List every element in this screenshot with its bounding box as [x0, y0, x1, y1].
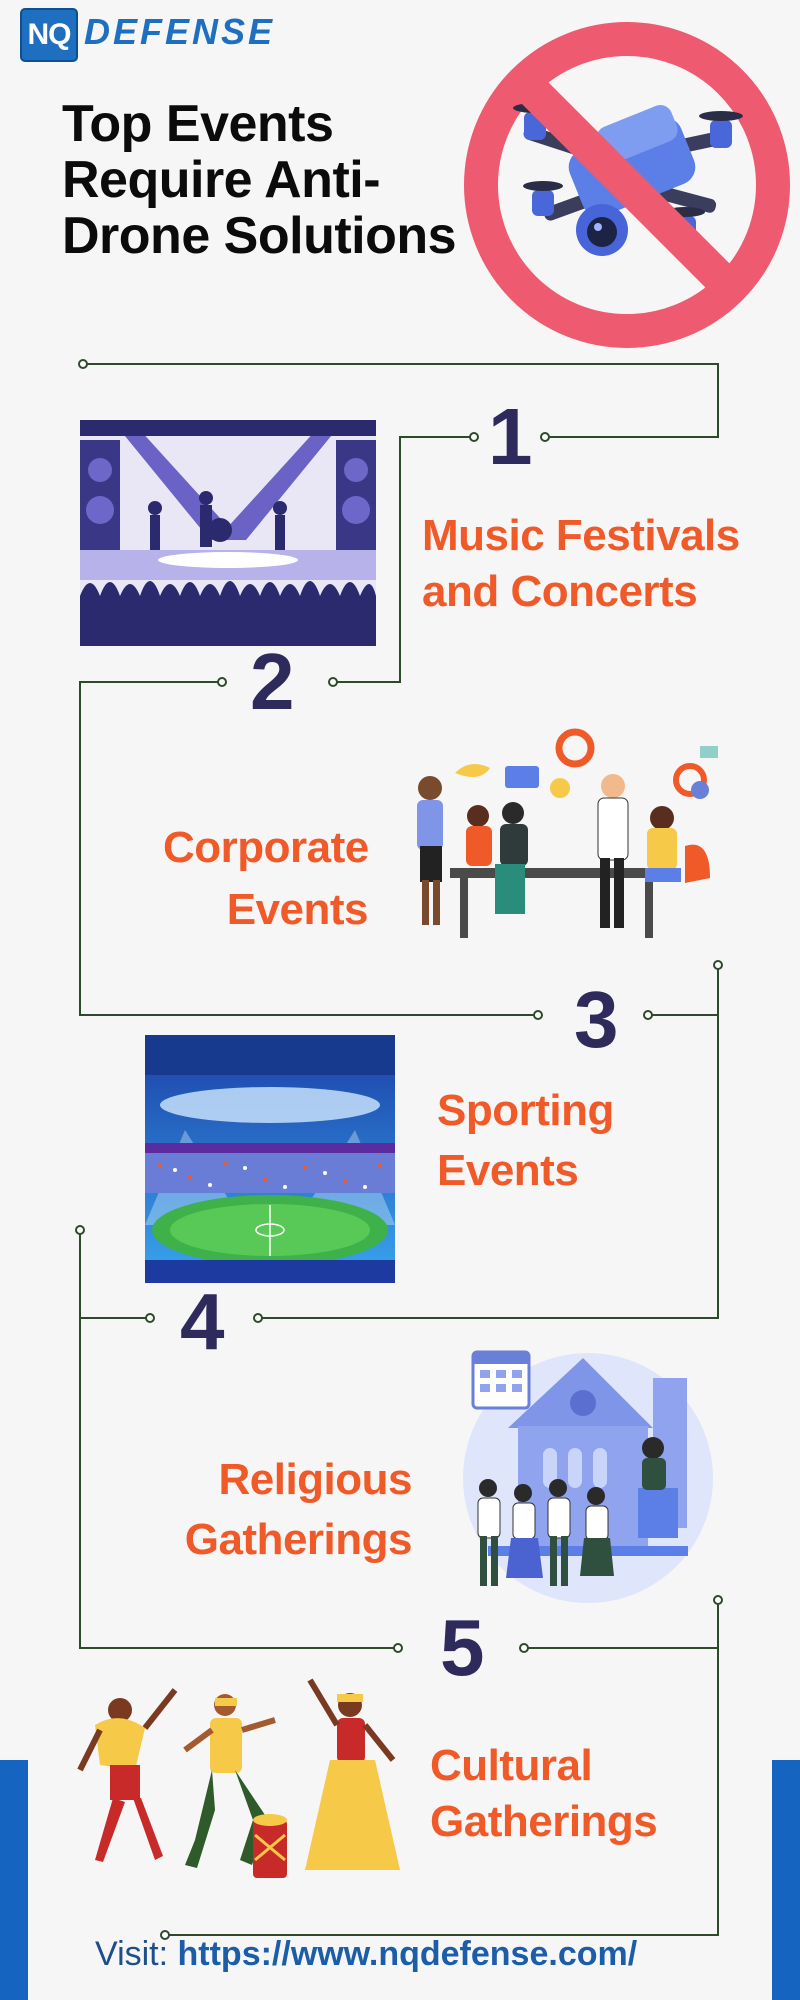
business-meeting-illustration [417, 728, 718, 938]
logo-mark: NQ [20, 8, 78, 62]
event-title-line: and Concerts [422, 567, 698, 616]
event-title-line: Events [226, 885, 369, 934]
folk-dancers-illustration [77, 1678, 400, 1878]
right-accent-bar [772, 1760, 800, 2000]
left-accent-bar [0, 1760, 28, 2000]
event-title-2: Corporate Events [163, 820, 369, 938]
page-title: Top Events Require Anti- Drone Solutions [62, 95, 457, 265]
event-title-line: Events [437, 1146, 579, 1195]
event-title-3: Sporting Events [437, 1083, 614, 1199]
event-title-line: Gatherings [430, 1797, 658, 1846]
stadium-illustration [145, 1035, 395, 1283]
event-title-line: Music Festivals [422, 511, 740, 560]
event-title-line: Gatherings [184, 1515, 413, 1564]
brand-logo[interactable]: NQ DEFENSE [20, 8, 280, 62]
event-title-line: Sporting [437, 1086, 614, 1135]
event-number-4: 4 [180, 1277, 225, 1366]
footer-visit: Visit: https://www.nqdefense.com/ [95, 1932, 637, 1976]
concert-stage-illustration [80, 420, 376, 646]
website-link[interactable]: https://www.nqdefense.com/ [177, 1935, 638, 1973]
event-number-2: 2 [250, 637, 295, 726]
event-title-5: Cultural Gatherings [430, 1738, 658, 1850]
event-title-line: Corporate [163, 823, 369, 872]
event-number-3: 3 [574, 975, 619, 1064]
logo-wordmark: DEFENSE [84, 11, 276, 52]
event-number-1: 1 [488, 392, 533, 481]
no-drone-icon [464, 22, 790, 348]
event-title-line: Cultural [430, 1741, 593, 1790]
event-number-5: 5 [440, 1603, 485, 1692]
event-title-line: Religious [218, 1455, 412, 1504]
church-gathering-illustration [463, 1350, 713, 1603]
footer-prefix: Visit: [95, 1935, 178, 1973]
event-title-4: Religious Gatherings [150, 1452, 413, 1568]
event-title-1: Music Festivals and Concerts [422, 508, 740, 620]
